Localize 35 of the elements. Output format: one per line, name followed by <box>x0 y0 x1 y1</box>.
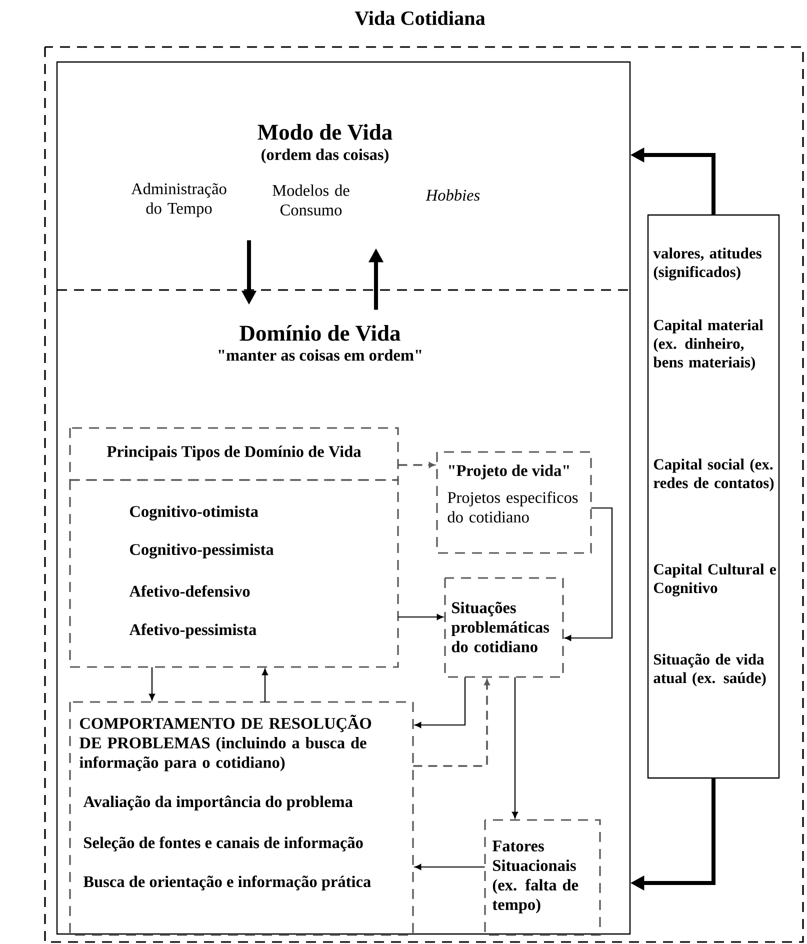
item-text: Capital Cultural e Cognitivo <box>654 564 776 596</box>
heading: Principais Tipos de Domínio de Vida <box>107 446 362 460</box>
heading: Modo de Vida <box>258 124 392 140</box>
arrow <box>512 677 518 818</box>
arrow <box>414 864 485 870</box>
arrow <box>398 614 444 620</box>
subheading: (ordem das coisas) <box>262 148 388 164</box>
arrow <box>398 462 435 468</box>
item-text: Capital social (ex. redes de contatos) <box>654 458 774 492</box>
heading: Domínio de Vida <box>240 325 400 341</box>
arrow <box>564 507 613 642</box>
item-text: Afetivo-defensivo <box>129 585 250 597</box>
heading: Vida Cotidiana <box>354 10 486 26</box>
heading: COMPORTAMENTO DE RESOLUÇÃO DE PROBLEMAS (incluindo a busca de informação para o cotidiano) <box>79 714 372 772</box>
item-text: Avaliação da importância do problema <box>83 796 353 810</box>
item-text: Afetivo-pessimista <box>129 624 256 638</box>
item-text: Situação de vida atual (ex. saúde) <box>654 654 766 686</box>
item-text: Seleção de fontes e canais de informação <box>84 836 363 852</box>
item-text: Cognitivo-pessimista <box>130 544 274 558</box>
heading: "Projeto de vida" <box>449 464 569 480</box>
item-text: Cognitivo-otimista <box>130 506 258 520</box>
arrow <box>262 668 268 702</box>
item-text: Busca de orientação e informação prática <box>83 876 371 890</box>
arrow <box>414 677 466 728</box>
item-text: valores, atitudes (significados) <box>653 248 762 280</box>
item-text: Capital material (ex. dinheiro, bens materiais) <box>653 319 764 371</box>
item-text: Modelos de Consumo <box>272 184 350 216</box>
item-text: Fatores Situacionais (ex. falta de tempo) <box>492 840 578 914</box>
arrow <box>413 679 490 767</box>
item-text: Projetos especificos do cotidiano <box>448 491 578 523</box>
item-text: Hobbies <box>426 189 480 201</box>
arrow <box>148 667 156 700</box>
item-text: Administração do Tempo <box>131 182 226 218</box>
subheading: "manter as coisas em ordem" <box>218 349 422 361</box>
item-text: Situações problemáticas do cotidiano <box>451 602 550 652</box>
